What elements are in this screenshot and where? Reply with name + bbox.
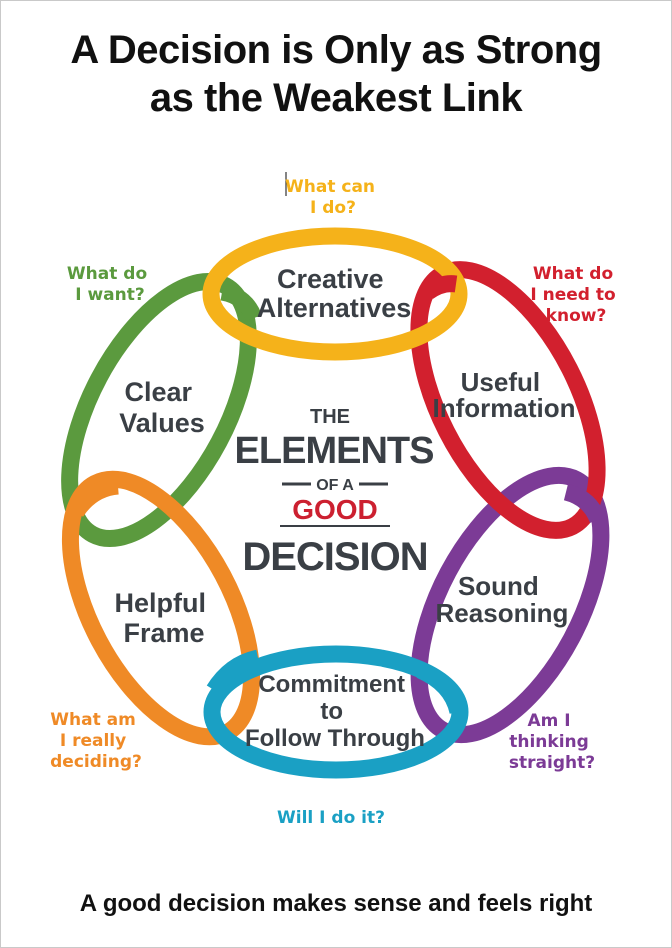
center-good: GOOD <box>292 494 378 525</box>
question-clear-line-2: I want? <box>75 285 145 305</box>
chain-rings <box>61 227 610 779</box>
ring-commitment <box>203 645 469 779</box>
question-sound-line-2: thinking <box>509 732 589 752</box>
label-sound-line-2: Reasoning <box>436 598 569 628</box>
label-helpful-line-1: Helpful <box>114 588 206 618</box>
label-useful-line-2: Information <box>433 393 576 423</box>
title-line-1: A Decision is Only as Strong <box>70 28 602 72</box>
question-sound-line-1: Am I <box>527 711 570 731</box>
question-commitment-line-1: Will I do it? <box>277 808 385 828</box>
center-the: THE <box>310 406 350 428</box>
question-useful-line-3: know? <box>546 306 607 326</box>
question-useful: What do I need to know? <box>530 264 621 326</box>
label-commitment-line-1: Commitment <box>258 671 405 698</box>
label-useful-line-1: Useful <box>461 367 540 397</box>
question-helpful-line-1: What am <box>50 710 136 730</box>
label-commitment-line-2: to <box>320 698 343 725</box>
question-sound: Am I thinking straight? <box>509 711 595 773</box>
question-creative: What can I do? <box>285 177 381 218</box>
label-creative-alternatives: Creative Alternatives <box>257 264 412 323</box>
label-sound-reasoning: Sound Reasoning <box>436 571 569 628</box>
label-clear-values: Clear Values <box>119 377 205 438</box>
title-line-2: as the Weakest Link <box>149 76 523 120</box>
center-title: THE ELEMENTS OF A GOOD DECISION <box>235 406 435 579</box>
interlock-orange-over-green <box>68 477 120 517</box>
question-sound-line-3: straight? <box>509 753 595 773</box>
question-clear-line-1: What do <box>67 264 147 284</box>
interlock-red-over-gold <box>423 275 458 300</box>
interlock-blue-over-purple <box>416 662 467 715</box>
label-commitment-line-3: Follow Through <box>245 725 425 752</box>
label-helpful-line-2: Frame <box>123 618 204 648</box>
label-sound-line-1: Sound <box>458 571 539 601</box>
link-labels: Creative Alternatives Useful Information… <box>114 264 575 752</box>
question-helpful-line-2: I really <box>60 731 126 751</box>
center-elements: ELEMENTS <box>235 430 434 472</box>
label-clear-line-2: Values <box>119 408 205 438</box>
question-useful-line-2: I need to <box>530 285 615 305</box>
footer-tagline: A good decision makes sense and feels ri… <box>79 890 593 917</box>
question-commitment: Will I do it? <box>277 808 385 828</box>
question-creative-line-2: I do? <box>310 198 356 218</box>
question-useful-line-1: What do <box>533 264 613 284</box>
chain-interlocks <box>68 275 606 715</box>
center-of-a: OF A <box>316 477 354 494</box>
interlock-blue-over-orange <box>206 649 261 695</box>
label-clear-line-1: Clear <box>124 377 192 407</box>
question-clear: What do I want? <box>67 264 153 305</box>
question-helpful: What am I really deciding? <box>50 710 142 772</box>
ring-creative-alternatives <box>202 227 468 361</box>
interlock-green-over-gold <box>220 283 262 322</box>
center-decision: DECISION <box>242 535 427 579</box>
label-creative-line-2: Alternatives <box>257 293 412 323</box>
label-useful-information: Useful Information <box>433 367 576 423</box>
guiding-questions: What can I do? What do I need to know? A… <box>50 172 621 828</box>
page-title: A Decision is Only as Strong as the Weak… <box>0 26 672 122</box>
question-helpful-line-3: deciding? <box>50 752 142 772</box>
label-creative-line-1: Creative <box>277 264 384 294</box>
interlock-purple-over-red <box>563 483 606 524</box>
label-helpful-frame: Helpful Frame <box>114 588 213 648</box>
label-commitment: Commitment to Follow Through <box>245 671 425 752</box>
question-creative-line-1: What can <box>285 177 375 197</box>
